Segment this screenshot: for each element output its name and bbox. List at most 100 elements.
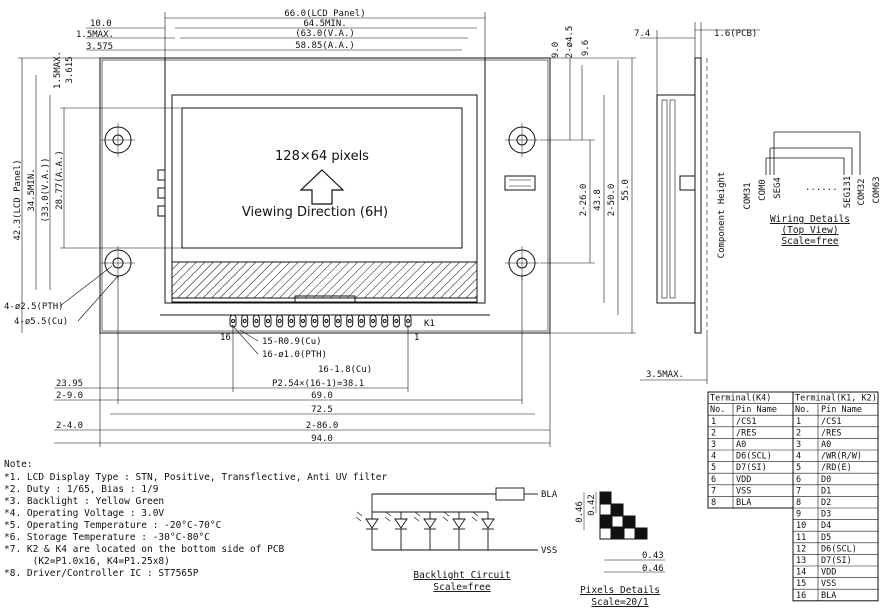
table-cell: VSS bbox=[736, 486, 751, 496]
note-line: *8. Driver/Controller IC : ST7565P bbox=[4, 568, 199, 579]
pin bbox=[346, 314, 354, 328]
pin-pad-label: 15-R0.9(Cu) bbox=[262, 337, 322, 347]
pixel-details: 0.46 0.42 0.43 0.46 Pixels Details Scale… bbox=[575, 491, 665, 608]
table-header: No. bbox=[710, 405, 725, 415]
pin-16-label: 16 bbox=[220, 333, 231, 343]
table-cell: /RES bbox=[821, 428, 841, 438]
wiring-ellipsis: ...... bbox=[805, 183, 838, 193]
table-cell: 6 bbox=[796, 475, 801, 485]
table-cell: 9 bbox=[796, 510, 801, 520]
table-cell: 7 bbox=[796, 486, 801, 496]
dim-hole-offset: 2-9.0 bbox=[56, 391, 83, 401]
pixel-dim-width: 0.46 bbox=[642, 564, 664, 574]
backlight-title: Backlight Circuit bbox=[413, 570, 510, 581]
pixel-dot bbox=[623, 515, 636, 528]
led-diode-icon bbox=[413, 511, 437, 550]
table-cell: VDD bbox=[821, 568, 836, 578]
display-text: 128×64 pixels bbox=[275, 149, 369, 164]
wiring-com31: COM31 bbox=[743, 182, 753, 209]
table-cell: 5 bbox=[711, 463, 716, 473]
table-cell: D7(SI) bbox=[821, 556, 852, 566]
side-component bbox=[504, 175, 536, 191]
side-lcd bbox=[656, 94, 696, 304]
table-cell: /CS1 bbox=[821, 417, 841, 427]
mounting-hole-tr bbox=[505, 123, 539, 157]
note-line: (K2=P1.0x16, K4=P1.25x8) bbox=[4, 556, 170, 567]
led-diode-icon bbox=[442, 511, 466, 550]
led-array bbox=[355, 511, 495, 550]
bottom-dimension-lines bbox=[54, 276, 551, 447]
wiring-subtitle: (Top View) bbox=[781, 225, 838, 236]
dim-min-height: 34.5MIN. bbox=[27, 168, 37, 211]
dim-right-438: 43.8 bbox=[593, 189, 603, 211]
pin bbox=[381, 314, 389, 328]
pin bbox=[264, 314, 272, 328]
table-cell: 2 bbox=[711, 428, 716, 438]
pin-hole-label: 16-ø1.0(PTH) bbox=[262, 350, 327, 360]
note-line: *1. LCD Display Type : STN, Positive, Tr… bbox=[4, 472, 387, 483]
dim-va-width: (63.0(V.A.) bbox=[295, 29, 355, 39]
pin bbox=[241, 314, 249, 328]
led-diode-icon bbox=[384, 511, 408, 550]
table-cell: D6(SCL) bbox=[821, 544, 857, 554]
table-cell: 14 bbox=[796, 568, 806, 578]
table-cell: /RD(E) bbox=[821, 463, 852, 473]
pin bbox=[276, 314, 284, 328]
pin bbox=[357, 314, 365, 328]
table-cell: 5 bbox=[796, 463, 801, 473]
table-cell: A0 bbox=[821, 440, 831, 450]
table-cell: VSS bbox=[821, 579, 836, 589]
bla-label: BLA bbox=[541, 490, 558, 500]
ic-pad bbox=[294, 295, 356, 304]
pixel-grid bbox=[599, 491, 648, 540]
table-cell: 15 bbox=[796, 579, 806, 589]
pixels-scale: Scale=20/1 bbox=[591, 597, 648, 608]
pin bbox=[252, 314, 260, 328]
dim-edge-offset: 2-4.0 bbox=[56, 421, 83, 431]
hole-pth-label: 4-ø2.5(PTH) bbox=[4, 302, 64, 312]
table-cell: /WR(R/W) bbox=[821, 452, 862, 462]
pixel-dot bbox=[599, 491, 612, 504]
table-header: No. bbox=[795, 405, 810, 415]
table-cell: VDD bbox=[736, 475, 751, 485]
side-connector bbox=[679, 175, 696, 191]
wiring-details: COM31 COM0 SEG4 ...... SEG131 COM32 COM6… bbox=[743, 131, 882, 247]
pixel-dot bbox=[599, 515, 612, 528]
table-cell: 3 bbox=[711, 440, 716, 450]
dim-725: 72.5 bbox=[311, 405, 333, 415]
table-cell: 12 bbox=[796, 544, 806, 554]
dim-aa-width: 58.85(A.A.) bbox=[295, 41, 355, 51]
dim-pcb-thickness: 1.6(PCB) bbox=[714, 29, 757, 39]
pin bbox=[311, 314, 319, 328]
mounting-hole-br bbox=[505, 246, 539, 280]
hatched-ito-area bbox=[171, 261, 478, 299]
pixel-dim-dot-height: 0.42 bbox=[587, 494, 597, 516]
table-cell: 4 bbox=[711, 452, 716, 462]
table-cell: BLA bbox=[736, 498, 751, 508]
table-cell: 16 bbox=[796, 591, 806, 601]
dim-hole-span: 69.0 bbox=[311, 391, 333, 401]
dim-pin-offset: 23.95 bbox=[56, 379, 83, 389]
wiring-scale: Scale=free bbox=[781, 236, 838, 247]
side-view: 7.4 1.6(PCB) 3.5MAX. Component Height bbox=[634, 22, 760, 384]
pin bbox=[287, 314, 295, 328]
table-cell: 1 bbox=[711, 417, 716, 427]
table-cell: D0 bbox=[821, 475, 831, 485]
table-cell: D5 bbox=[821, 533, 831, 543]
resistor bbox=[495, 487, 525, 501]
table-cell: 11 bbox=[796, 533, 806, 543]
pixel-dot bbox=[611, 515, 624, 528]
note-line: *7. K2 & K4 are located on the bottom si… bbox=[4, 544, 285, 555]
table-cell: 2 bbox=[796, 428, 801, 438]
pcb-inner-outline bbox=[101, 59, 549, 332]
pixel-dim-dot-width: 0.43 bbox=[642, 551, 664, 561]
note-line: *6. Storage Temperature : -30°C-80°C bbox=[4, 532, 210, 543]
table-cell: 8 bbox=[711, 498, 716, 508]
table-cell: D4 bbox=[821, 521, 831, 531]
note-line: *2. Duty : 1/65, Bias : 1/9 bbox=[4, 484, 159, 495]
table-cell: 1 bbox=[796, 417, 801, 427]
viewing-area bbox=[181, 107, 463, 249]
pixel-dot bbox=[635, 527, 648, 540]
wiring-seg131: SEG131 bbox=[843, 176, 853, 209]
